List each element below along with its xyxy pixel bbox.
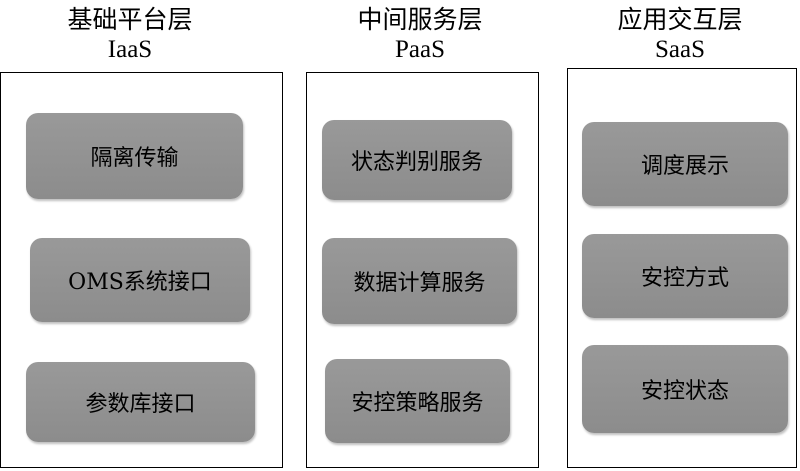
module-data-computation-service: 数据计算服务 <box>322 238 517 324</box>
module-security-control-strategy-service: 安控策略服务 <box>325 359 510 443</box>
layer-subtitle-iaas: IaaS <box>107 36 153 63</box>
module-isolation-transfer: 隔离传输 <box>26 113 243 199</box>
module-oms-interface: OMS系统接口 <box>30 238 250 322</box>
layer-box-paas: 状态判别服务 数据计算服务 安控策略服务 <box>306 72 539 468</box>
layer-title-iaas: 基础平台层 <box>67 5 193 34</box>
module-security-control-status: 安控状态 <box>582 345 788 433</box>
module-status-judgement-service: 状态判别服务 <box>322 120 512 200</box>
module-param-db-interface: 参数库接口 <box>26 362 255 442</box>
layer-subtitle-paas: PaaS <box>395 36 445 63</box>
module-dispatch-display: 调度展示 <box>582 122 788 206</box>
layer-box-iaas: 隔离传输 OMS系统接口 参数库接口 <box>0 72 283 468</box>
layer-title-saas: 应用交互层 <box>617 5 743 34</box>
layer-subtitle-saas: SaaS <box>655 36 705 63</box>
module-security-control-mode: 安控方式 <box>582 234 788 318</box>
layer-box-saas: 调度展示 安控方式 安控状态 <box>567 68 797 468</box>
layer-title-paas: 中间服务层 <box>357 5 483 34</box>
